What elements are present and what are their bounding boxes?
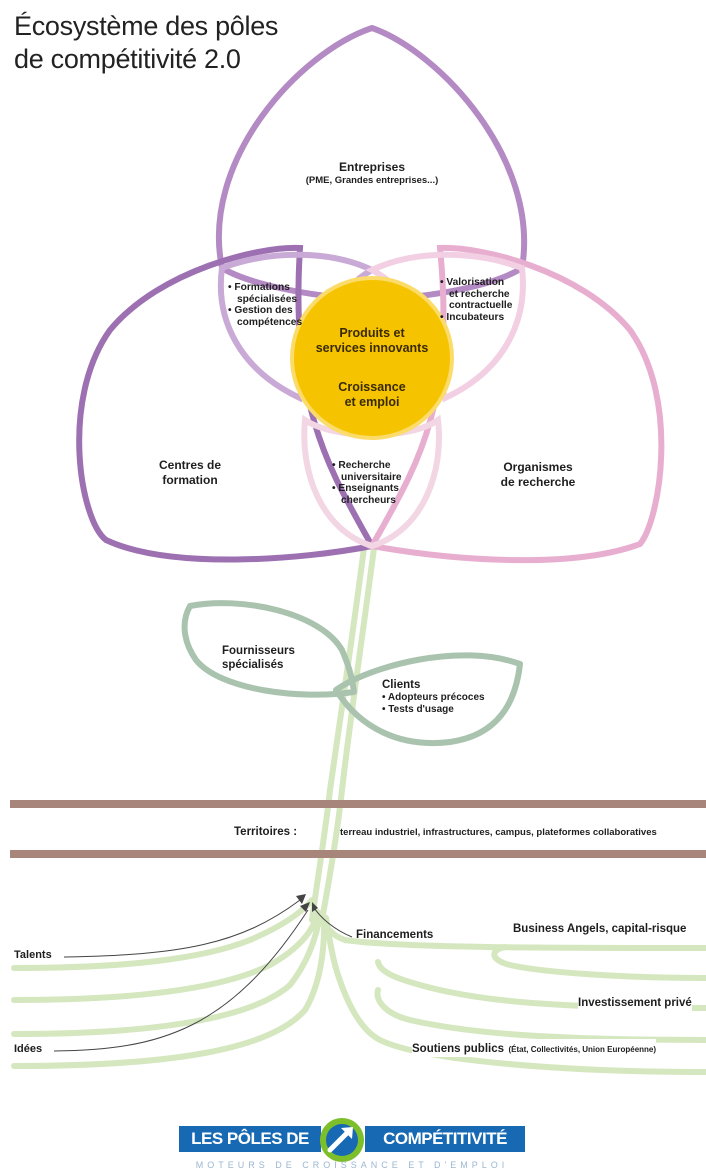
arrow-heads [296, 894, 318, 912]
soutiens-label: Soutiens publics (État, Collectivités, U… [412, 1039, 657, 1057]
title-line-1: Écosystème des pôles [14, 11, 279, 41]
overlap-bottom-line-3: • Enseignants [332, 483, 399, 494]
overlap-right-line-3: contractuelle [449, 300, 513, 311]
center-circle [290, 276, 454, 440]
overlap-formation-recherche: • Recherche universitaire • Enseignants … [332, 460, 402, 506]
business-angels-label: Business Angels, capital-risque [513, 922, 687, 937]
overlap-bottom-line-2: universitaire [341, 471, 402, 483]
clients-item-2: • Tests d'usage [382, 703, 454, 715]
fournisseurs-line-2: spécialisés [222, 659, 284, 671]
overlap-left-line-2: spécialisées [237, 293, 298, 305]
stem [309, 545, 377, 923]
logo-right-text: COMPÉTITIVITÉ [383, 1129, 507, 1148]
logo-right-bar [365, 1126, 525, 1152]
formation-line-1: Centres de [158, 458, 222, 472]
center-products-label: Produits et services innovants [292, 326, 452, 356]
idees-label: Idées [14, 1042, 45, 1057]
soutiens-detail: (État, Collectivités, Union Européenne) [508, 1045, 657, 1054]
fournisseurs-line-1: Fournisseurs [222, 645, 295, 657]
financements-label: Financements [356, 929, 434, 941]
leaf-clients [333, 652, 523, 746]
overlap-entreprises-formation: • Formations spécialisées • Gestion des … [228, 282, 302, 328]
entreprises-title: Entreprises [338, 160, 406, 174]
overlap-left-line-4: compétences [237, 316, 303, 328]
petal-formation [76, 244, 377, 563]
logo-left-text: LES PÔLES DE [191, 1129, 309, 1148]
petal-recherche [367, 244, 665, 564]
soutiens-title: Soutiens publics [412, 1043, 505, 1055]
logo-left-bar [179, 1126, 321, 1152]
territoires-text: terreau industriel, infrastructures, cam… [340, 827, 657, 838]
recherche-line-2: de recherche [500, 475, 576, 489]
territoire-band-top [10, 800, 706, 808]
roots [11, 897, 706, 1075]
clients-title: Clients [382, 679, 421, 691]
fournisseurs-label: Fournisseurs spécialisés [222, 644, 295, 672]
territoires-label: Territoires : [234, 826, 298, 838]
recherche-label: Organismes de recherche [478, 460, 598, 490]
overlap-right-line-4: • Incubateurs [440, 311, 505, 323]
overlap-bottom-line-1: • Recherche [332, 460, 391, 471]
clients-label: Clients • Adopteurs précoces • Tests d'u… [382, 678, 485, 715]
overlap-right-line-1: • Valorisation [440, 277, 505, 288]
entreprises-label: Entreprises (PME, Grandes entreprises...… [272, 160, 472, 187]
overlap-right-line-2: et recherche [449, 288, 510, 300]
logo-tagline: MOTEURS DE CROISSANCE ET D'EMPLOI [195, 1160, 509, 1170]
overlap-left-line-3: • Gestion des [228, 305, 293, 316]
center-line-3: Croissance [338, 380, 406, 394]
center-growth-label: Croissance et emploi [292, 380, 452, 410]
center-line-1: Produits et [339, 326, 405, 340]
entreprises-subtitle: (PME, Grandes entreprises...) [305, 175, 439, 186]
title-line-2: de compétitivité 2.0 [14, 44, 241, 74]
overlap-entreprises-recherche: • Valorisation et recherche contractuell… [440, 277, 512, 323]
talents-label: Talents [14, 948, 54, 963]
diagram-title: Écosystème des pôles de compétitivité 2.… [14, 10, 278, 76]
center-line-2: services innovants [315, 341, 429, 355]
recherche-line-1: Organismes [503, 460, 573, 474]
logo: LES PÔLES DE COMPÉTITIVITÉ MOTEURS DE CR… [179, 1116, 525, 1176]
arrow-lines [53, 899, 353, 1052]
investissement-label: Investissement privé [578, 996, 692, 1011]
overlap-left-line-1: • Formations [228, 282, 290, 293]
center-line-4: et emploi [344, 395, 400, 409]
formation-line-2: formation [162, 473, 218, 487]
leaf-fournisseurs [181, 600, 357, 698]
logo-arrow-icon [320, 1118, 364, 1162]
formation-label: Centres de formation [130, 458, 250, 488]
overlap-bottom-line-4: chercheurs [341, 494, 396, 506]
territoire-band-bottom [10, 850, 706, 858]
clients-item-1: • Adopteurs précoces [382, 692, 485, 703]
